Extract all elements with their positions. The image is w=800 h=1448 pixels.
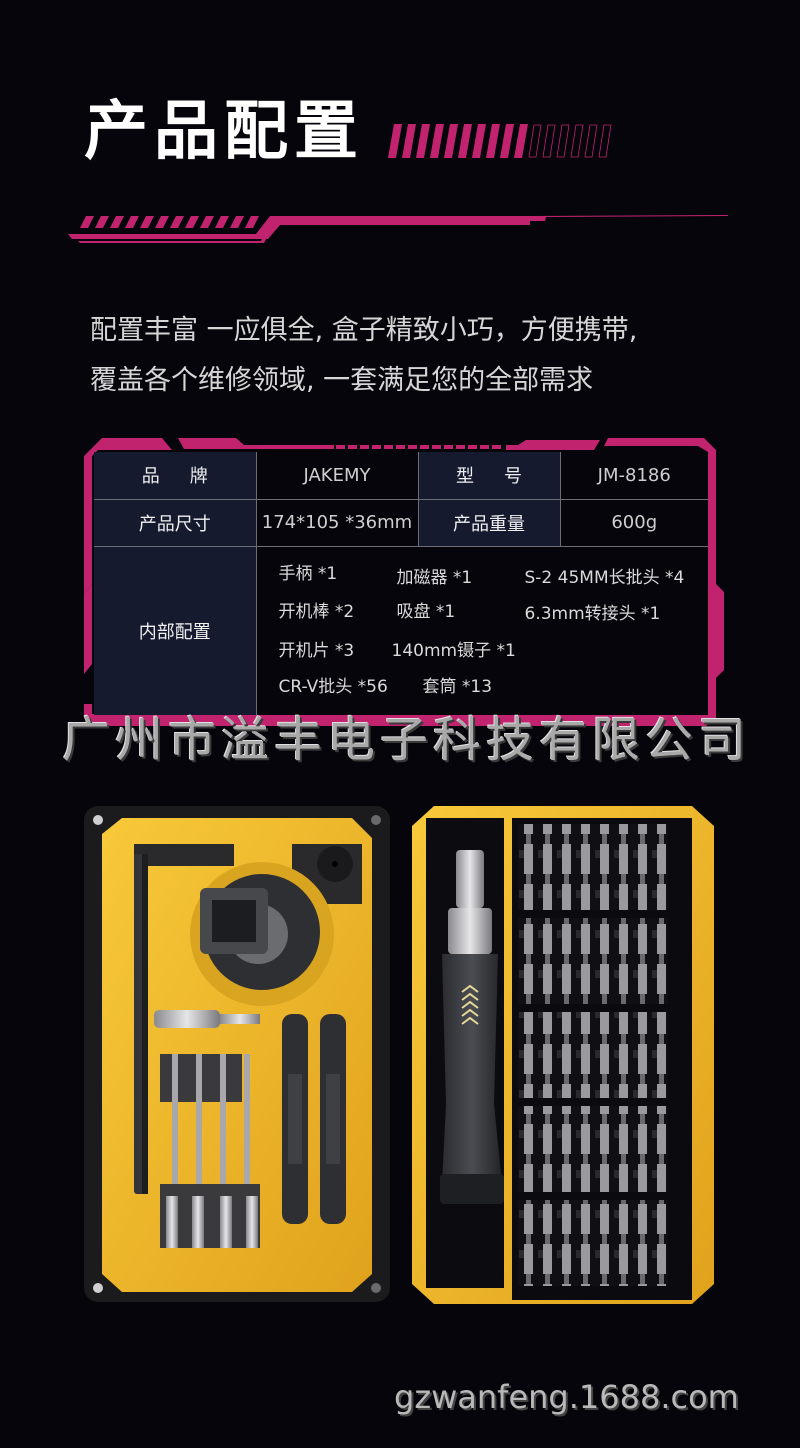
company-watermark: 广州市溢丰电子科技有限公司 — [62, 712, 752, 768]
spec-row-brand-model: 品牌 JAKEMY 型号 JM-8186 — [94, 452, 708, 500]
spec-contents-list: 手柄 *1 加磁器 *1 S-2 45MM长批头 *4 开机棒 *2 吸盘 *1… — [255, 545, 708, 715]
header-divider-decoration — [68, 215, 728, 243]
contents-item: 套筒 *13 — [422, 676, 493, 697]
case-left-half — [84, 806, 390, 1302]
contents-item: 开机片 *3 — [278, 640, 355, 661]
title-stripe-decoration — [388, 124, 612, 158]
contents-item: 6.3mm转接头 *1 — [524, 603, 661, 624]
contents-item: CR-V批头 *56 — [278, 676, 388, 697]
contents-item: 手柄 *1 — [278, 563, 338, 584]
spec-label-size: 产品尺寸 — [94, 498, 257, 547]
contents-item: 140mm镊子 *1 — [391, 640, 516, 661]
spec-label-weight: 产品重量 — [417, 498, 561, 547]
spec-row-contents: 内部配置 手柄 *1 加磁器 *1 S-2 45MM长批头 *4 开机棒 *2 … — [94, 545, 708, 715]
page-title: 产品配置 — [84, 95, 364, 169]
intro-line-1: 配置丰富 一应俱全, 盒子精致小巧，方便携带, — [90, 315, 638, 346]
intro-text: 配置丰富 一应俱全, 盒子精致小巧，方便携带, 覆盖各个维修领域, 一套满足您的… — [90, 306, 637, 406]
spec-table-frame — [84, 438, 724, 726]
spec-row-size-weight: 产品尺寸 174*105 *36mm 产品重量 600g — [94, 498, 708, 547]
spec-value-weight: 600g — [559, 498, 708, 547]
contents-item: S-2 45MM长批头 *4 — [524, 567, 685, 588]
toolkit-product-image — [84, 806, 714, 1304]
spec-label-brand: 品牌 — [94, 452, 257, 500]
store-url-watermark: gzwanfeng.1688.com — [394, 1378, 739, 1416]
contents-item: 加磁器 *1 — [396, 567, 473, 588]
contents-item: 吸盘 *1 — [396, 601, 456, 622]
spec-table: 品牌 JAKEMY 型号 JM-8186 产品尺寸 174*105 *36mm … — [94, 452, 708, 715]
spec-label-model: 型号 — [417, 452, 561, 500]
case-right-half — [412, 806, 714, 1304]
spec-value-brand: JAKEMY — [255, 452, 419, 500]
spec-value-size: 174*105 *36mm — [255, 498, 419, 547]
spec-value-model: JM-8186 — [559, 452, 708, 500]
intro-line-2: 覆盖各个维修领域, 一套满足您的全部需求 — [90, 365, 594, 396]
spec-label-contents: 内部配置 — [94, 545, 257, 715]
contents-item: 开机棒 *2 — [278, 601, 355, 622]
